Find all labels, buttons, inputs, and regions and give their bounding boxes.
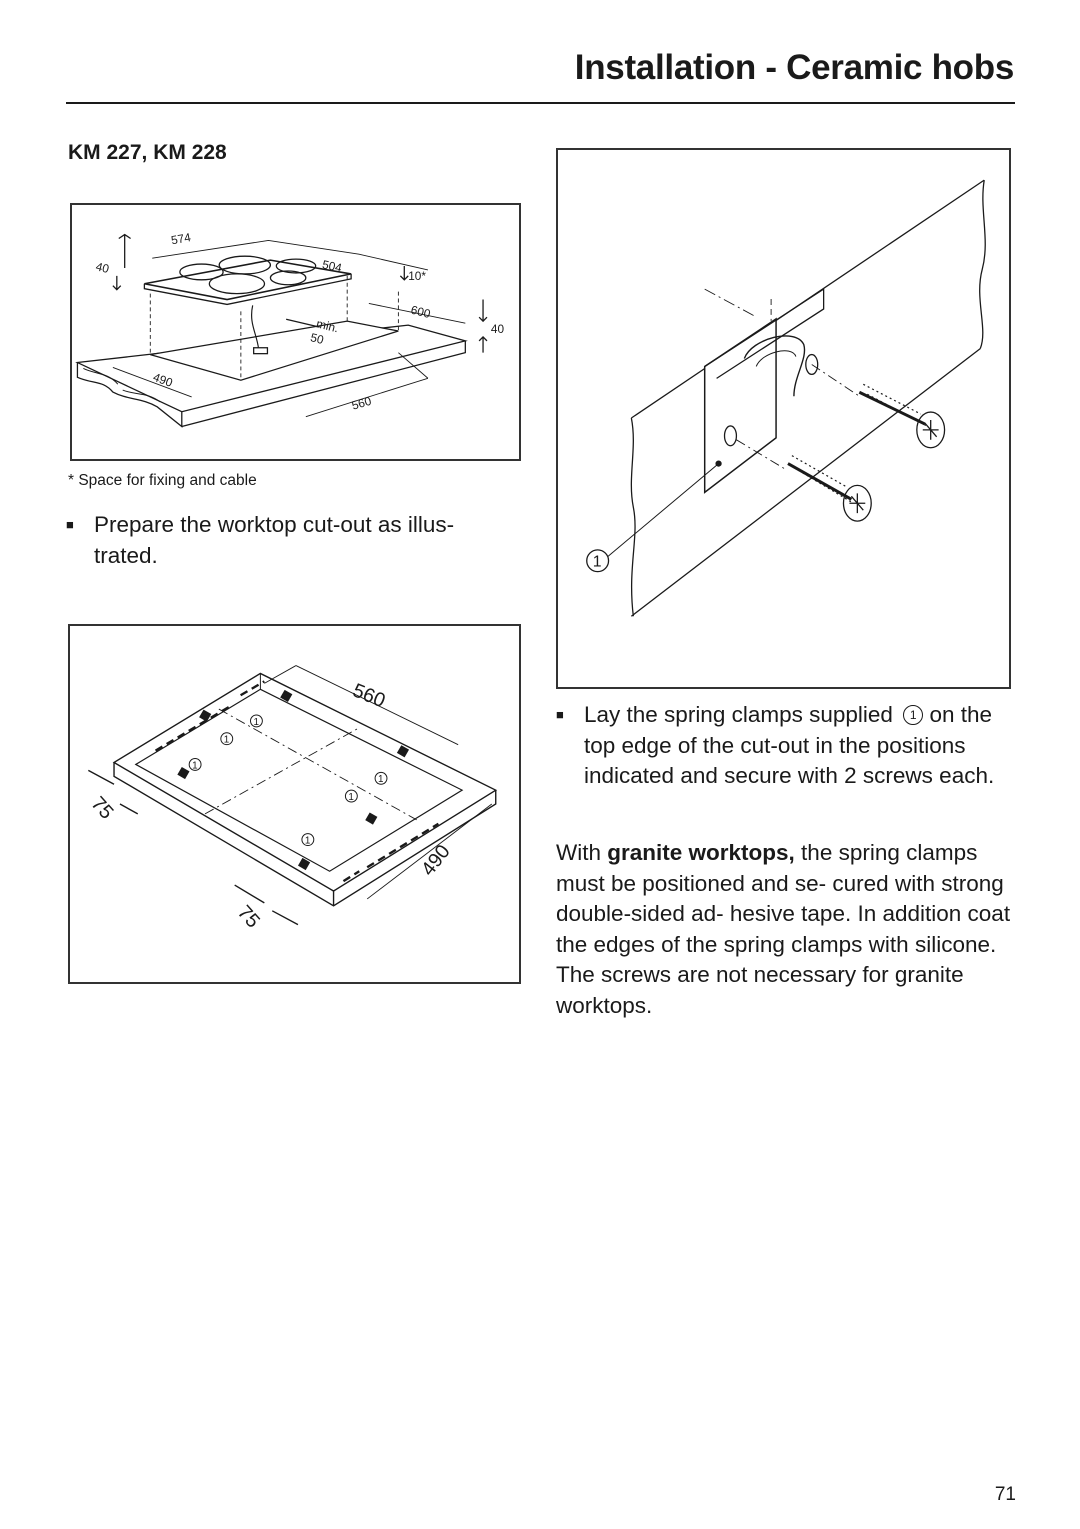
clamp-reference-marker: 1 — [903, 705, 924, 725]
granite-note-lead: With — [556, 840, 608, 865]
dim-490-label: 490 — [417, 841, 455, 881]
dim-504-label: 504 — [321, 257, 344, 275]
clamp-marker-label: 1 — [192, 760, 198, 771]
step-lay-clamps-text: Lay the spring clamps supplied — [584, 702, 893, 727]
step-prepare-text: Prepare the worktop cut-out as illus- tr… — [94, 512, 455, 568]
dim-560-label: 560 — [350, 394, 373, 413]
page-title: Installation - Ceramic hobs — [574, 48, 1015, 87]
clamp-marker-label: 1 — [224, 735, 230, 746]
dim-40-right-label: 40 — [491, 322, 505, 336]
granite-note-text: the spring clamps must be positioned and… — [556, 840, 1011, 1018]
granite-note-emphasis: granite worktops, — [607, 840, 795, 865]
dim-10-label: 10* — [408, 269, 426, 283]
figure-footnote: * Space for fixing and cable — [68, 472, 257, 489]
dim-490-label: 490 — [151, 370, 175, 390]
clamp-callout-label: 1 — [593, 554, 602, 571]
clamp-positions-figure: 1 1 1 1 1 1 560 490 75 75 — [68, 624, 521, 984]
model-heading: KM 227, KM 228 — [68, 141, 227, 164]
hob-dimension-drawing: 574 504 40 10* 600 40 min. 50 490 560 — [75, 230, 505, 428]
clamp-marker-label: 1 — [378, 774, 384, 785]
step-lay-clamps-body: Lay the spring clamps supplied 1 on the … — [584, 700, 1016, 792]
granite-note: With granite worktops, the spring clamps… — [556, 838, 1016, 1021]
hob-dimension-figure: 574 504 40 10* 600 40 min. 50 490 560 — [70, 203, 521, 461]
step-prepare-cutout: ■ Prepare the worktop cut-out as illus- … — [66, 510, 516, 571]
page-number: 71 — [994, 1484, 1016, 1505]
dim-min-label: min. — [315, 316, 340, 335]
dim-40-left-label: 40 — [94, 259, 111, 276]
spring-clamp-figure: 1 — [556, 148, 1011, 689]
bullet-square-icon: ■ — [66, 517, 74, 532]
step-lay-clamps-text-cont: on the top edge of the cut-out in the po… — [584, 702, 995, 788]
spring-clamp-drawing: 1 — [586, 179, 986, 617]
dim-75-bottom-label: 75 — [233, 901, 264, 932]
dim-50-label: 50 — [309, 330, 326, 347]
bullet-square-icon: ■ — [556, 707, 564, 722]
dim-574-label: 574 — [170, 230, 192, 247]
clamp-marker-label: 1 — [348, 792, 354, 803]
dim-600-label: 600 — [409, 303, 432, 321]
clamp-positions-drawing: 1 1 1 1 1 1 560 490 75 75 — [87, 665, 498, 932]
step-lay-clamps: ■ Lay the spring clamps supplied 1 on th… — [556, 700, 1016, 792]
clamp-marker-label: 1 — [305, 836, 311, 847]
header-divider — [66, 102, 1015, 104]
dim-75-left-label: 75 — [87, 793, 118, 824]
clamp-marker-label: 1 — [253, 717, 259, 728]
